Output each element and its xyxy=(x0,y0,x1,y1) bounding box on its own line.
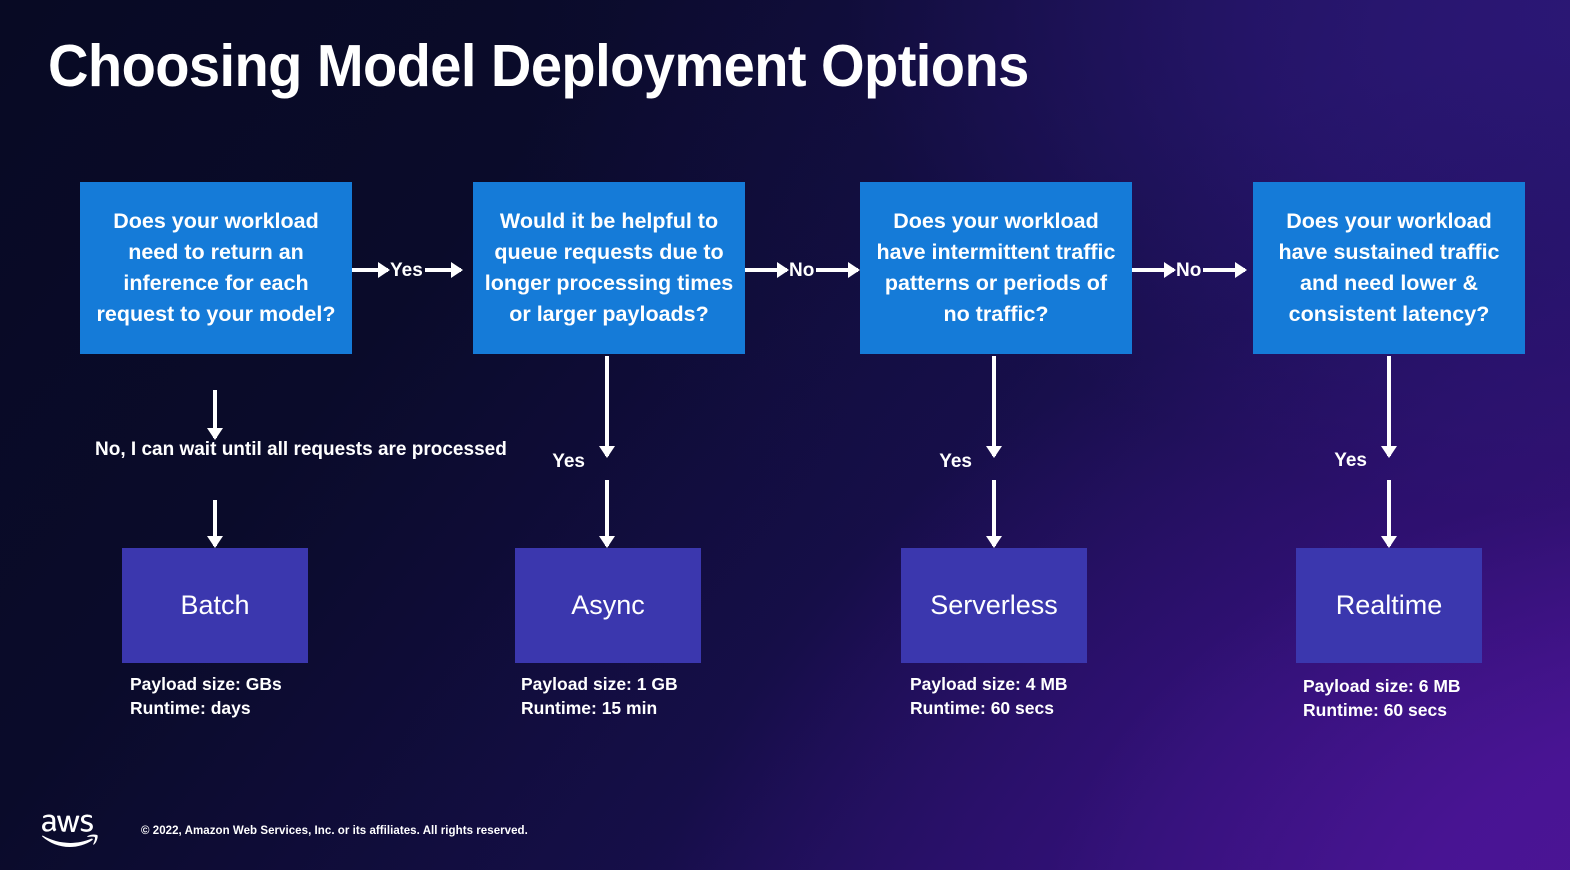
aws-logo-icon xyxy=(40,812,98,850)
connector-label-yes-realtime: Yes xyxy=(1334,450,1367,471)
page-title: Choosing Model Deployment Options xyxy=(48,33,1029,99)
arrow-d4-down-lower xyxy=(1387,480,1391,546)
spec-async: Payload size: 1 GB Runtime: 15 min xyxy=(521,672,678,720)
connector-d2-to-d3: No xyxy=(745,257,860,283)
spec-runtime: Runtime: 60 secs xyxy=(1303,700,1447,721)
spec-payload-size: Payload size: 4 MB xyxy=(910,674,1068,694)
arrow-segment-right xyxy=(816,268,859,272)
connector-label-yes: Yes xyxy=(390,259,423,281)
connector-label-yes-serverless: Yes xyxy=(939,451,972,472)
spec-batch: Payload size: GBs Runtime: days xyxy=(130,672,282,720)
outcome-box-label: Serverless xyxy=(930,590,1058,620)
arrow-segment-right xyxy=(424,268,461,272)
outcome-box-label: Batch xyxy=(180,590,250,620)
arrow-d3-down-upper xyxy=(992,356,996,456)
arrow-segment-left xyxy=(352,268,388,272)
connector-label-no: No xyxy=(1176,259,1202,281)
spec-realtime: Payload size: 6 MB Runtime: 60 secs xyxy=(1303,674,1461,722)
spec-payload-size: Payload size: GBs xyxy=(130,674,282,694)
decision-box-text: Does your workload have sustained traffi… xyxy=(1278,209,1500,326)
decision-box-intermittent-traffic[interactable]: Does your workload have intermittent tra… xyxy=(860,182,1132,354)
decision-box-text: Would it be helpful to queue requests du… xyxy=(484,209,734,326)
outcome-box-label: Realtime xyxy=(1335,590,1443,620)
spec-runtime: Runtime: 15 min xyxy=(521,698,658,719)
arrow-d3-down-lower xyxy=(992,480,996,546)
arrow-segment-left xyxy=(745,268,787,272)
outcome-box-async[interactable]: Async xyxy=(515,548,701,663)
connector-label-no: No xyxy=(789,259,815,281)
arrow-segment-left xyxy=(1132,268,1174,272)
arrow-d2-down-lower xyxy=(605,480,609,546)
outcome-box-batch[interactable]: Batch xyxy=(122,548,308,663)
decision-box-text: Does your workload have intermittent tra… xyxy=(876,209,1116,326)
arrow-d1-down-upper xyxy=(213,390,217,438)
decision-box-sustained-traffic[interactable]: Does your workload have sustained traffi… xyxy=(1253,182,1525,354)
spec-payload-size: Payload size: 1 GB xyxy=(521,674,678,694)
outcome-box-realtime[interactable]: Realtime xyxy=(1296,548,1482,663)
arrow-segment-right xyxy=(1203,268,1246,272)
spec-runtime: Runtime: 60 secs xyxy=(910,698,1054,719)
decision-box-return-inference[interactable]: Does your workload need to return an inf… xyxy=(80,182,352,354)
decision-box-queue-requests[interactable]: Would it be helpful to queue requests du… xyxy=(473,182,745,354)
decision-box-text: Does your workload need to return an inf… xyxy=(96,209,336,326)
spec-payload-size: Payload size: 6 MB xyxy=(1303,676,1461,696)
arrow-d4-down-upper xyxy=(1387,356,1391,456)
connector-label-yes-async: Yes xyxy=(552,451,585,472)
connector-d1-to-d2: Yes xyxy=(352,257,473,283)
outcome-box-label: Async xyxy=(571,590,645,620)
spec-runtime: Runtime: days xyxy=(130,698,251,719)
arrow-d2-down-upper xyxy=(605,356,609,456)
arrow-d1-down-lower xyxy=(213,500,217,546)
spec-serverless: Payload size: 4 MB Runtime: 60 secs xyxy=(910,672,1068,720)
connector-d3-to-d4: No xyxy=(1132,257,1253,283)
connector-label-no-i-can-wait: No, I can wait until all requests are pr… xyxy=(95,439,507,460)
copyright-text: © 2022, Amazon Web Services, Inc. or its… xyxy=(141,825,528,837)
outcome-box-serverless[interactable]: Serverless xyxy=(901,548,1087,663)
